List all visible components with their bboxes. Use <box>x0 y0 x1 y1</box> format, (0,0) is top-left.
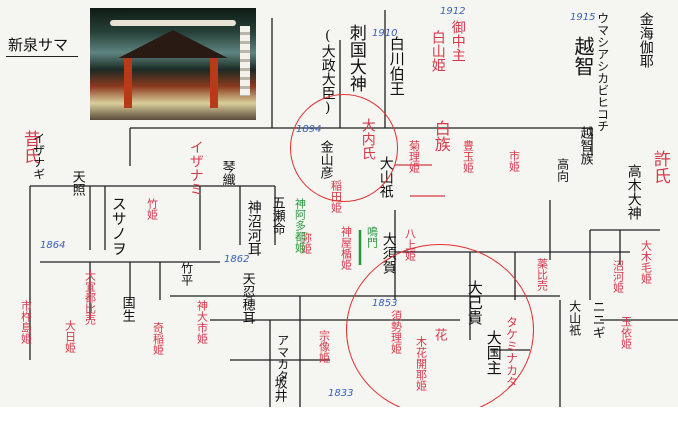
page-title: 新泉サマ <box>8 36 69 54</box>
red-name: 神屋楯姫 <box>339 226 353 270</box>
highlight-circle-upper <box>290 94 398 202</box>
bottom-strip <box>0 407 678 423</box>
red-name: 市姫 <box>507 150 521 172</box>
label-kamui: 神沼河耳 <box>245 200 262 256</box>
label-kuniu: 国生 <box>119 296 135 322</box>
highlight-circle-lower <box>346 244 534 407</box>
label-amakata: アマカタ <box>275 334 290 382</box>
green-name: 神阿多都姫 <box>293 198 307 253</box>
title-underline <box>6 56 78 57</box>
label-umashi: ウマシアシカビヒコチ <box>595 12 610 132</box>
year-1864: 1864 <box>40 240 66 251</box>
year-kin: 1915 <box>570 12 596 23</box>
label-kyo-b: 許氏 <box>649 150 670 184</box>
label-tenmonshu: 天忍穂耳 <box>239 272 255 324</box>
label-amaterasu: 天照 <box>69 170 85 196</box>
label-kune: 刺国大神 <box>345 24 366 92</box>
red-name: 菊理姫 <box>407 140 421 173</box>
year-1833: 1833 <box>328 388 354 399</box>
label-koshi-b: 越智族 <box>577 126 593 165</box>
red-name: 薬比売 <box>535 258 549 291</box>
label-shirakawa: 白川伯王 <box>387 36 406 96</box>
year-shirakawa: 1910 <box>372 28 398 39</box>
label-izanagi: イザナギ <box>31 132 46 180</box>
red-name: 大木毛姫 <box>639 240 653 284</box>
year-1862: 1862 <box>224 254 250 265</box>
red-name: 大宜都比売 <box>83 270 97 325</box>
label-susano: スサノヲ <box>109 196 128 256</box>
red-name: 豊玉姫 <box>461 140 475 173</box>
label-takagi: 高木大神 <box>625 164 642 220</box>
red-name: 竹姫 <box>145 198 159 220</box>
green-name: 鳴門 <box>365 226 379 248</box>
label-kin: 金海伽耶 <box>637 12 654 68</box>
shrine-photo <box>90 8 256 120</box>
label-izanami: イザナミ <box>187 140 204 196</box>
label-kune-sub: (大政大臣) <box>319 28 336 116</box>
red-name: 市杵島姫 <box>19 300 33 344</box>
label-takamuk: 高向 <box>555 158 570 182</box>
label-hakusan: 白山姫 <box>429 30 446 72</box>
label-koto: 琴織 <box>219 160 235 186</box>
label-takehira: 竹平 <box>179 262 194 286</box>
label-shira-b: 白族 <box>431 120 451 152</box>
genealogy-chart: 新泉サマ 金海伽耶 ウマシアシカビヒコチ 1915 越智 越智族 1912 御中… <box>0 0 678 407</box>
label-gochu: 御中主 <box>449 20 466 62</box>
red-name: 宗像姫 <box>317 330 331 363</box>
red-name: 奇稲姫 <box>151 322 165 355</box>
label-ni: ニニギ <box>589 300 605 339</box>
red-name: 大日姫 <box>63 320 77 353</box>
red-name: 玉依姫 <box>619 316 633 349</box>
label-mukashi-b: 昔氏 <box>19 130 40 164</box>
label-sakai: 坂井 <box>271 376 287 402</box>
red-name: 沼河姫 <box>611 260 625 293</box>
label-itsuse: 五瀬命 <box>269 196 285 235</box>
label-ooyamatsumi: 大山祇 <box>567 300 582 336</box>
red-name: 弥姫 <box>299 232 313 254</box>
red-name: 神大市姫 <box>195 300 209 344</box>
label-koshi: 越智 <box>571 36 595 76</box>
year-ama: 1912 <box>440 6 466 17</box>
